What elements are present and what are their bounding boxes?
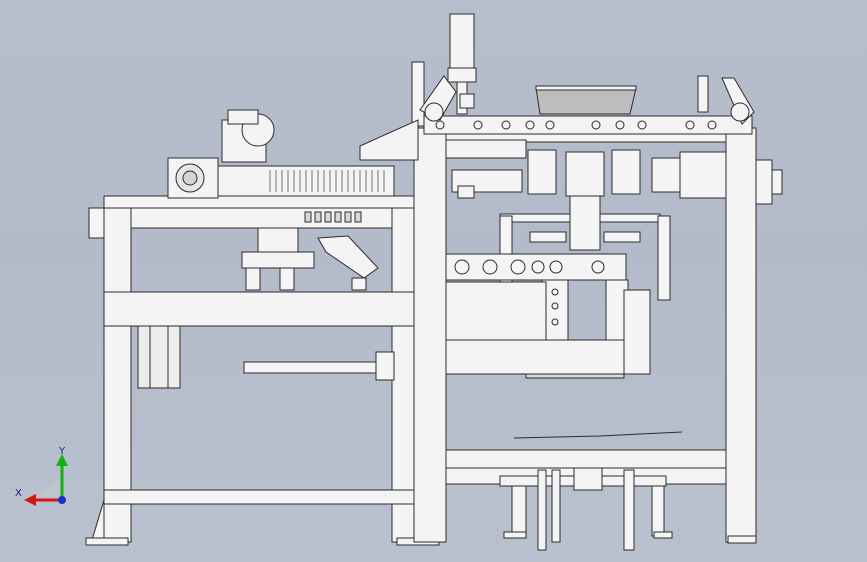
left-foot-plate xyxy=(85,537,129,546)
left-guide-rod xyxy=(411,61,457,127)
vertical-cylinder-block xyxy=(137,325,181,389)
centre-vertical-plate xyxy=(541,279,629,343)
triad-x-label: X xyxy=(15,488,22,499)
left-foot-gusset xyxy=(91,499,105,541)
right-corner-bracket xyxy=(697,75,755,125)
gantry-beam xyxy=(423,115,753,135)
left-frame-mid-beam xyxy=(103,291,415,327)
upper-slide-plate xyxy=(359,119,527,161)
axis-triad: X Y xyxy=(15,446,68,506)
left-drive-unit xyxy=(167,109,395,199)
conveyor-belt-teeth xyxy=(269,170,385,192)
left-frame-left-post xyxy=(103,195,132,543)
horizontal-push-rod xyxy=(243,361,381,374)
floor-sheet xyxy=(513,431,683,439)
bottom-supports xyxy=(499,467,673,551)
right-foot-plate xyxy=(727,535,757,544)
triad-shadow xyxy=(34,478,62,500)
left-cylinder xyxy=(137,325,395,389)
left-end-cap xyxy=(88,207,105,239)
lower-carriage xyxy=(445,281,651,379)
central-carriages xyxy=(451,149,661,251)
top-vertical-cylinder xyxy=(447,13,477,115)
rail-slots xyxy=(304,211,362,223)
right-servo-motor xyxy=(651,151,783,205)
left-frame-top-beam xyxy=(103,195,415,209)
left-frame-bottom-beam xyxy=(103,489,415,505)
z-axis-dot xyxy=(58,496,66,504)
triad-y-label: Y xyxy=(58,446,66,457)
perforated-cross-plate xyxy=(445,253,627,281)
right-upright xyxy=(725,127,757,544)
left-gripper-assembly xyxy=(241,227,379,291)
top-hopper xyxy=(535,85,637,115)
left-frame-upper-rail xyxy=(130,207,393,229)
